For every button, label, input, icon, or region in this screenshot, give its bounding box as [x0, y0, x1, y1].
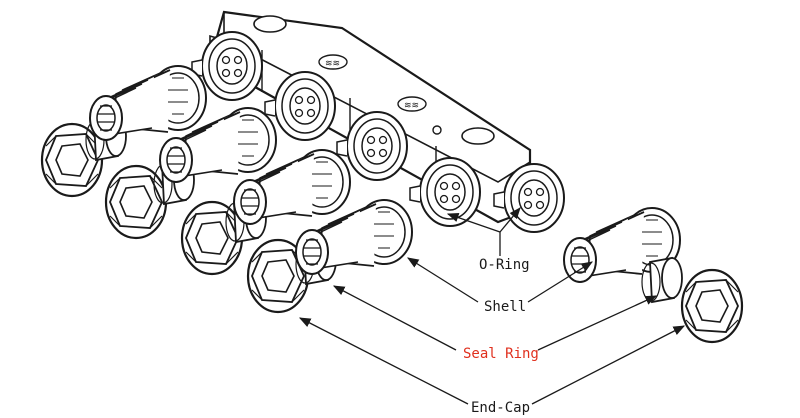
threaded-shell-icon [89, 65, 207, 141]
assembly-right [563, 207, 744, 344]
label-o-ring: O-Ring [479, 257, 530, 273]
hex-end-cap-icon [180, 200, 244, 276]
svg-text:≋≋: ≋≋ [325, 59, 340, 69]
label-seal-ring: Seal Ring [463, 346, 539, 362]
hex-end-cap-icon [40, 122, 104, 198]
svg-text:≋≋: ≋≋ [404, 101, 419, 111]
seal-ring-icon [641, 257, 683, 303]
label-end-cap: End-Cap [471, 400, 530, 416]
hex-end-cap-icon [104, 164, 168, 240]
brand-logo: ≋≋ ≋≋ [318, 54, 427, 112]
leader-lines [298, 207, 686, 405]
label-shell: Shell [484, 299, 526, 315]
assembly-row-4 [246, 199, 413, 314]
hex-end-cap-icon [680, 268, 744, 344]
